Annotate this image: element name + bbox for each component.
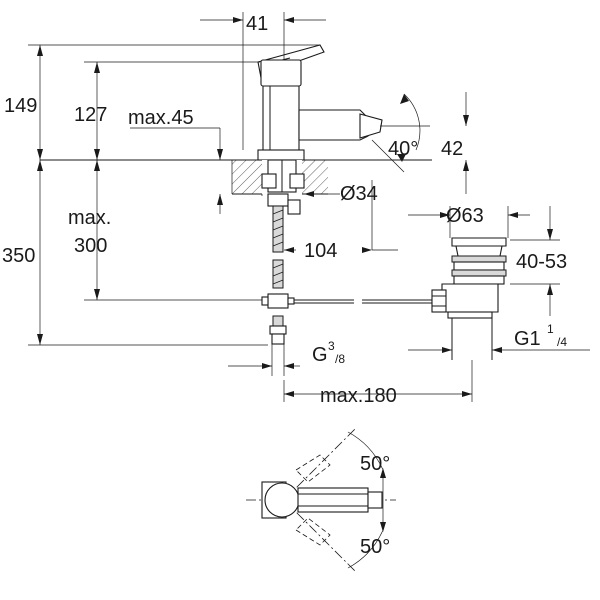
dim-g-left-sup: 3: [328, 339, 335, 353]
supply-hose: [261, 205, 295, 345]
dim-40deg-label: 40°: [388, 138, 418, 160]
dim-50deg-top-label: 50°: [360, 453, 390, 475]
dim-42-label: 42: [441, 138, 463, 160]
counter-section: [40, 159, 432, 215]
dim-max-word-label: max.: [68, 207, 111, 229]
faucet-side-view: [257, 44, 383, 161]
dim-g1-label: G1: [514, 328, 541, 350]
dim-149-label: 149: [4, 95, 37, 117]
dim-dia34-label: Ø34: [340, 183, 378, 205]
dimension-lines: [28, 12, 590, 402]
dim-max180-label: max.180: [320, 385, 397, 407]
dim-dia63-label: Ø63: [446, 205, 484, 227]
dim-41-label: 41: [246, 13, 268, 35]
dim-40-53-label: 40-53: [516, 251, 567, 273]
dim-50deg-bottom-label: 50°: [360, 536, 390, 558]
popup-rod: [294, 299, 432, 304]
dim-g-left-label: G: [312, 344, 328, 366]
drain-assembly: [431, 237, 507, 360]
dimension-labels: 41 149 127 max.45 40° 42 Ø34 max. 300 35…: [2, 13, 567, 558]
dim-max45-label: max.45: [128, 107, 194, 129]
dim-g1-sub: /4: [557, 335, 567, 349]
dim-300-label: 300: [74, 235, 107, 257]
dim-127-label: 127: [74, 104, 107, 126]
dim-104-label: 104: [304, 240, 337, 262]
faucet-top-view: [246, 427, 396, 573]
dim-350-label: 350: [2, 245, 35, 267]
dim-g1-sup: 1: [547, 322, 554, 336]
dim-g-left-sub: /8: [335, 352, 345, 366]
